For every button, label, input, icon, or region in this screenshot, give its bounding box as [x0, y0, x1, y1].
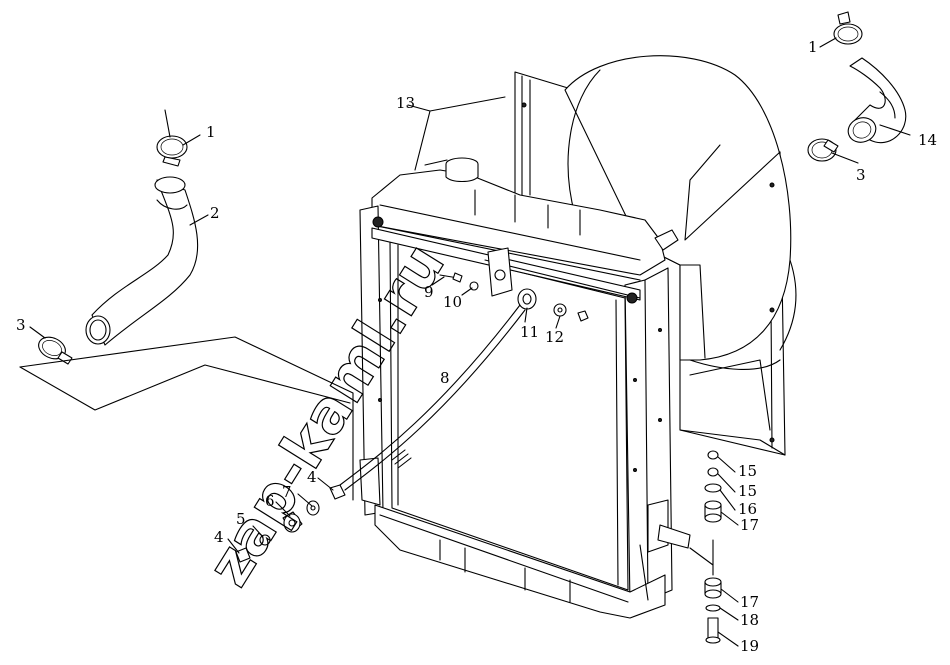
lower-hose: [85, 176, 199, 346]
callout-4: 4: [214, 528, 224, 546]
callouts: 1 2 3 1 14 3 13 9 10 11 12 8 4 7 6 5 4 1…: [16, 38, 937, 655]
rod-fasteners-lower: [235, 484, 346, 563]
callout-17: 17: [740, 593, 759, 611]
callout-7: 7: [282, 483, 292, 501]
callout-9: 9: [424, 283, 434, 301]
callout-2: 2: [210, 204, 220, 222]
callout-19: 19: [740, 637, 759, 655]
hose-clamp-upper-left: [156, 109, 188, 167]
callout-4: 4: [307, 468, 317, 486]
callout-13: 13: [396, 94, 415, 112]
hose-clamp-upper-right: [833, 11, 863, 45]
callout-1: 1: [808, 38, 818, 56]
callout-15: 15: [738, 482, 757, 500]
leader-lines: [19, 37, 911, 647]
hose-clamp-lower-left: [38, 336, 73, 365]
rod-fasteners-upper: [439, 272, 589, 322]
callout-8: 8: [440, 369, 450, 387]
radiator: [359, 157, 691, 619]
hose-clamp-lower-right: [807, 138, 839, 162]
callout-16: 16: [738, 500, 757, 518]
callout-10: 10: [443, 293, 462, 311]
callout-1: 1: [206, 123, 216, 141]
callout-6: 6: [265, 492, 275, 510]
mount-stack: [689, 450, 722, 644]
callout-11: 11: [520, 323, 539, 341]
callout-14: 14: [918, 131, 937, 149]
callout-3: 3: [856, 166, 866, 184]
callout-3: 3: [16, 316, 26, 334]
callout-12: 12: [545, 328, 564, 346]
fan-shroud: [514, 55, 797, 456]
upper-hose: [847, 57, 907, 144]
callout-18: 18: [740, 611, 759, 629]
callout-5: 5: [236, 510, 246, 528]
callout-17: 17: [740, 516, 759, 534]
callout-15: 15: [738, 462, 757, 480]
stay-rod: [339, 247, 526, 491]
